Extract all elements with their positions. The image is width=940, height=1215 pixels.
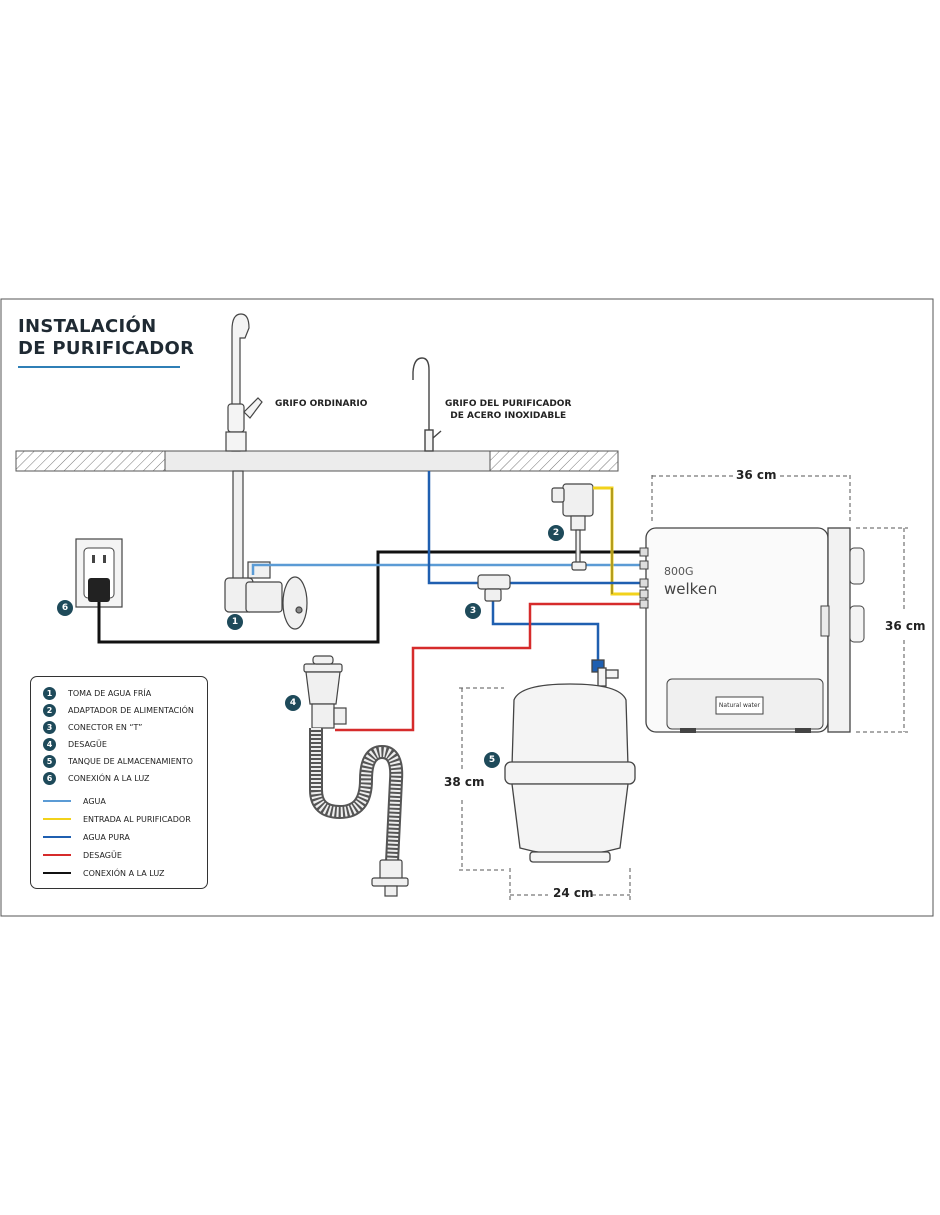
pure-water-line xyxy=(427,471,640,585)
legend-line-item: DESAGÜE xyxy=(43,848,122,862)
drain-line xyxy=(335,602,640,732)
legend-item: 3 CONECTOR EN “T” xyxy=(43,720,142,734)
legend-number: 5 xyxy=(43,754,56,768)
label-purifier-faucet-line-2: DE ACERO INOXIDABLE xyxy=(450,411,567,421)
cold-water-valve-icon xyxy=(224,470,308,630)
legend-swatch-pure-water xyxy=(43,836,71,838)
dimension-unit-width: 36 cm xyxy=(736,468,777,482)
legend-line-label: DESAGÜE xyxy=(83,850,122,860)
legend-line-label: AGUA xyxy=(83,796,106,806)
pure-water-tank-line xyxy=(491,598,600,662)
drain-assembly-icon xyxy=(303,655,409,897)
legend-line-item: ENTRADA AL PURIFICADOR xyxy=(43,812,191,826)
dimension-unit-height: 36 cm xyxy=(885,619,926,633)
unit-plate: Natural water xyxy=(718,702,761,709)
legend-line-label: ENTRADA AL PURIFICADOR xyxy=(83,814,191,824)
feed-adapter-icon xyxy=(551,483,594,571)
legend-swatch-power xyxy=(43,872,71,874)
legend-label: CONEXIÓN A LA LUZ xyxy=(68,773,150,783)
dimension-tank-height: 38 cm xyxy=(444,775,485,789)
countertop xyxy=(15,450,619,472)
power-cable xyxy=(97,550,640,644)
legend-line-label: AGUA PURA xyxy=(83,832,130,842)
storage-tank-icon xyxy=(504,659,636,863)
t-connector-icon xyxy=(477,574,511,602)
badge-2: 2 xyxy=(548,525,564,541)
label-purifier-faucet: GRIFO DEL PURIFICADOR DE ACERO INOXIDABL… xyxy=(445,398,571,422)
legend-line-item: AGUA PURA xyxy=(43,830,130,844)
legend-number: 2 xyxy=(43,703,56,717)
inlet-line xyxy=(593,486,640,596)
title-line-1: INSTALACIÓN xyxy=(18,316,157,337)
title-underline xyxy=(18,366,180,368)
badge-6: 6 xyxy=(57,600,73,616)
legend-label: TANQUE DE ALMACENAMIENTO xyxy=(68,756,193,766)
dimension-lines xyxy=(459,475,908,900)
page-title: INSTALACIÓN DE PURIFICADOR xyxy=(18,316,194,360)
unit-brand: welke∩ xyxy=(664,580,719,598)
legend: 1 TOMA DE AGUA FRÍA 2 ADAPTADOR DE ALIME… xyxy=(30,676,208,889)
purifier-unit xyxy=(639,527,865,733)
ordinary-faucet-icon xyxy=(225,313,263,452)
badge-3: 3 xyxy=(465,603,481,619)
dimension-tank-width: 24 cm xyxy=(553,886,594,900)
legend-label: CONECTOR EN “T” xyxy=(68,722,143,732)
badge-4: 4 xyxy=(285,695,301,711)
legend-label: TOMA DE AGUA FRÍA xyxy=(68,688,152,698)
legend-item: 4 DESAGÜE xyxy=(43,737,107,751)
purifier-faucet-icon xyxy=(412,357,442,452)
legend-item: 6 CONEXIÓN A LA LUZ xyxy=(43,771,150,785)
legend-number: 6 xyxy=(43,771,56,785)
badge-5: 5 xyxy=(484,752,500,768)
legend-line-item: AGUA xyxy=(43,794,106,808)
legend-line-label: CONEXIÓN A LA LUZ xyxy=(83,868,165,878)
legend-item: 2 ADAPTADOR DE ALIMENTACIÓN xyxy=(43,703,194,717)
legend-item: 1 TOMA DE AGUA FRÍA xyxy=(43,686,151,700)
legend-number: 4 xyxy=(43,737,56,751)
legend-swatch-inlet xyxy=(43,818,71,820)
legend-label: ADAPTADOR DE ALIMENTACIÓN xyxy=(68,705,194,715)
label-ordinary-faucet: GRIFO ORDINARIO xyxy=(275,399,368,409)
label-purifier-faucet-line-1: GRIFO DEL PURIFICADOR xyxy=(445,399,572,409)
water-line xyxy=(251,563,640,575)
legend-label: DESAGÜE xyxy=(68,739,107,749)
legend-item: 5 TANQUE DE ALMACENAMIENTO xyxy=(43,754,193,768)
diagram-frame xyxy=(0,298,934,917)
legend-number: 3 xyxy=(43,720,56,734)
badge-1: 1 xyxy=(227,614,243,630)
legend-swatch-water xyxy=(43,800,71,802)
legend-line-item: CONEXIÓN A LA LUZ xyxy=(43,866,165,880)
unit-model: 800G xyxy=(664,565,694,578)
legend-number: 1 xyxy=(43,686,56,700)
title-line-2: DE PURIFICADOR xyxy=(18,338,195,359)
power-outlet-icon xyxy=(75,538,123,608)
legend-swatch-drain xyxy=(43,854,71,856)
